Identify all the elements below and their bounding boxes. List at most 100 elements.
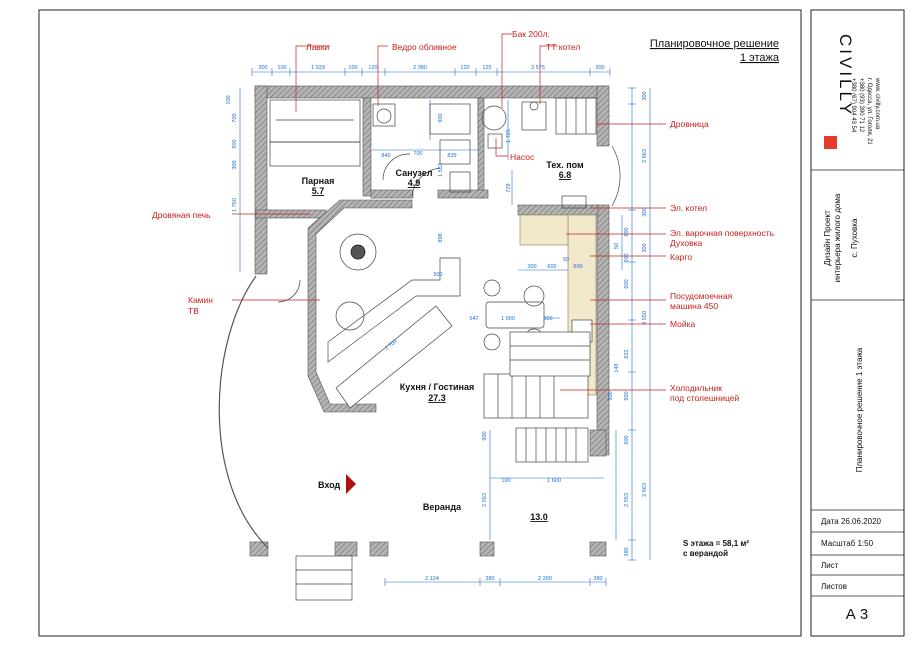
entrance-label: Вход xyxy=(318,480,341,490)
callout-tt-boiler: ТТ котел xyxy=(546,42,580,52)
dim-inner-18: 100 xyxy=(501,478,510,484)
dim-right-5: 600 xyxy=(624,253,630,262)
dim-top-3: 100 xyxy=(348,65,357,71)
sauna-bench xyxy=(269,99,361,143)
dim-inner-5: 1 725 xyxy=(506,129,512,143)
dim-inner-2: 839 xyxy=(447,153,456,159)
dim-inner-13: 300 xyxy=(527,264,536,270)
dim-inner-3: 900 xyxy=(438,113,444,122)
dim-right-11: 2 553 xyxy=(624,493,630,507)
door-swing xyxy=(411,167,441,197)
dim-right-1: 2 663 xyxy=(642,149,648,163)
dim-inner-17: 900 xyxy=(482,431,488,440)
callout-el-boiler: Эл. котел xyxy=(670,203,707,213)
dim-top-6: 120 xyxy=(460,65,469,71)
dim-inner-1: 700 xyxy=(413,151,422,157)
dim-left-1: 700 xyxy=(232,113,238,122)
callout-pump: Насос xyxy=(510,152,535,162)
drawing-subtitle: 1 этажа xyxy=(740,52,780,64)
dim-left-4: 1 760 xyxy=(232,198,238,212)
dim-top-8: 2 575 xyxy=(531,65,545,71)
date-field: Дата 26.06.2020 xyxy=(821,517,882,526)
callout-dishwasher-size: машина 450 xyxy=(670,301,718,311)
dim-right-7: 622 xyxy=(624,349,630,358)
phone-2: +380 (93) 390 71 12 xyxy=(858,78,864,133)
area-note-line2: с верандой xyxy=(683,549,728,558)
room-area-bathroom: 4.9 xyxy=(408,178,421,188)
project-subtitle: интерьера жилого дома xyxy=(833,193,842,282)
sheet-title: Планировочное решение 1 этажа xyxy=(855,347,864,472)
dim-right-12: 380 xyxy=(624,547,630,556)
dim-inner-20: 2 553 xyxy=(482,493,488,507)
dim-inner-8: 900 xyxy=(433,272,442,278)
room-area-tech-room: 6.8 xyxy=(559,170,572,180)
dim-inner-9: 547 xyxy=(469,316,478,322)
room-name-bathroom: Санузел xyxy=(395,168,432,178)
dim-right-6: 600 xyxy=(624,279,630,288)
dim-right-4: 50 xyxy=(614,243,620,249)
callout-hob: Эл. варочная поверхность xyxy=(670,228,775,238)
shower xyxy=(439,139,471,165)
veranda-stairs xyxy=(295,555,353,601)
room-name-tech-room: Тех. пом xyxy=(546,160,584,170)
sheets-field: Листов xyxy=(821,582,847,591)
dim-outer-1: 4 550 xyxy=(642,311,648,325)
title-block-frame xyxy=(810,9,905,637)
dim-right-10: 600 xyxy=(624,435,630,444)
callout-dishwasher: Посудомоечная xyxy=(670,291,733,301)
dim-top-7: 125 xyxy=(482,65,491,71)
paper-format: А 3 xyxy=(846,606,869,623)
fixtures xyxy=(269,97,621,601)
project-location: с. Пуховка xyxy=(850,218,859,257)
dim-bottom-1: 380 xyxy=(485,576,494,582)
dim-top-1: 100 xyxy=(277,65,286,71)
room-name-veranda: Веранда xyxy=(423,502,462,512)
room-area-veranda: 13.0 xyxy=(530,512,548,522)
room-name-steam-room: Парная xyxy=(302,176,335,186)
dim-inner-4: 1 553 xyxy=(438,163,444,177)
dim-inner-14: 600 xyxy=(547,264,556,270)
scale-field: Масштаб 1:50 xyxy=(821,539,874,548)
staircase xyxy=(483,373,589,419)
dining-table xyxy=(485,301,545,329)
dim-bottom-0: 2 124 xyxy=(425,576,439,582)
dim-left-2: 900 xyxy=(232,139,238,148)
callout-firewood: Дровница xyxy=(670,119,709,129)
toilet xyxy=(372,103,396,127)
room-area-kitchen-living: 27.3 xyxy=(428,393,446,403)
callout-leaders xyxy=(232,33,666,391)
website: www. civilly.com.ua xyxy=(874,77,880,130)
dim-left-3: 300 xyxy=(232,160,238,169)
dim-inner-10: 1 000 xyxy=(501,316,515,322)
dim-inner-7: 898 xyxy=(438,233,444,242)
dim-inner-21: 900 xyxy=(608,391,614,400)
dim-inner-19: 1 600 xyxy=(547,478,561,484)
dim-top-9: 300 xyxy=(595,65,604,71)
dim-inner-15: 600 xyxy=(573,264,582,270)
el-boiler xyxy=(561,195,587,209)
dim-right-9: 900 xyxy=(624,391,630,400)
room-area-steam-room: 5.7 xyxy=(312,186,325,196)
callout-tv: ТВ xyxy=(188,306,199,316)
dim-inner-6: 728 xyxy=(506,183,512,192)
callout-wood-stove: Дровяная печь xyxy=(152,210,211,220)
dim-right-2: 300 xyxy=(642,207,648,216)
dim-top-2: 1 933 xyxy=(311,65,325,71)
dim-bottom-2: 2 200 xyxy=(538,576,552,582)
dim-outer-0: 300 xyxy=(642,243,648,252)
dim-top-5: 2 380 xyxy=(413,65,427,71)
sheet-field: Лист xyxy=(821,561,839,570)
callout-bucket: Ведро обливное xyxy=(392,42,457,52)
outer-frame xyxy=(38,9,802,637)
walls xyxy=(249,85,610,557)
brand-logo-square xyxy=(824,136,837,149)
water-tank xyxy=(481,105,507,131)
callout-fridge-note: под столешницей xyxy=(670,393,740,403)
callout-fridge: Холодильник xyxy=(670,383,722,393)
callout-sink: Мойка xyxy=(670,319,696,329)
dim-outer-2: 2 663 xyxy=(642,483,648,497)
dim-top-4: 120 xyxy=(368,65,377,71)
brand-name: CIVILLY xyxy=(836,34,855,117)
title-block: CIVILLY +380 (67) 904 43 54 +380 (93) 39… xyxy=(811,34,904,623)
